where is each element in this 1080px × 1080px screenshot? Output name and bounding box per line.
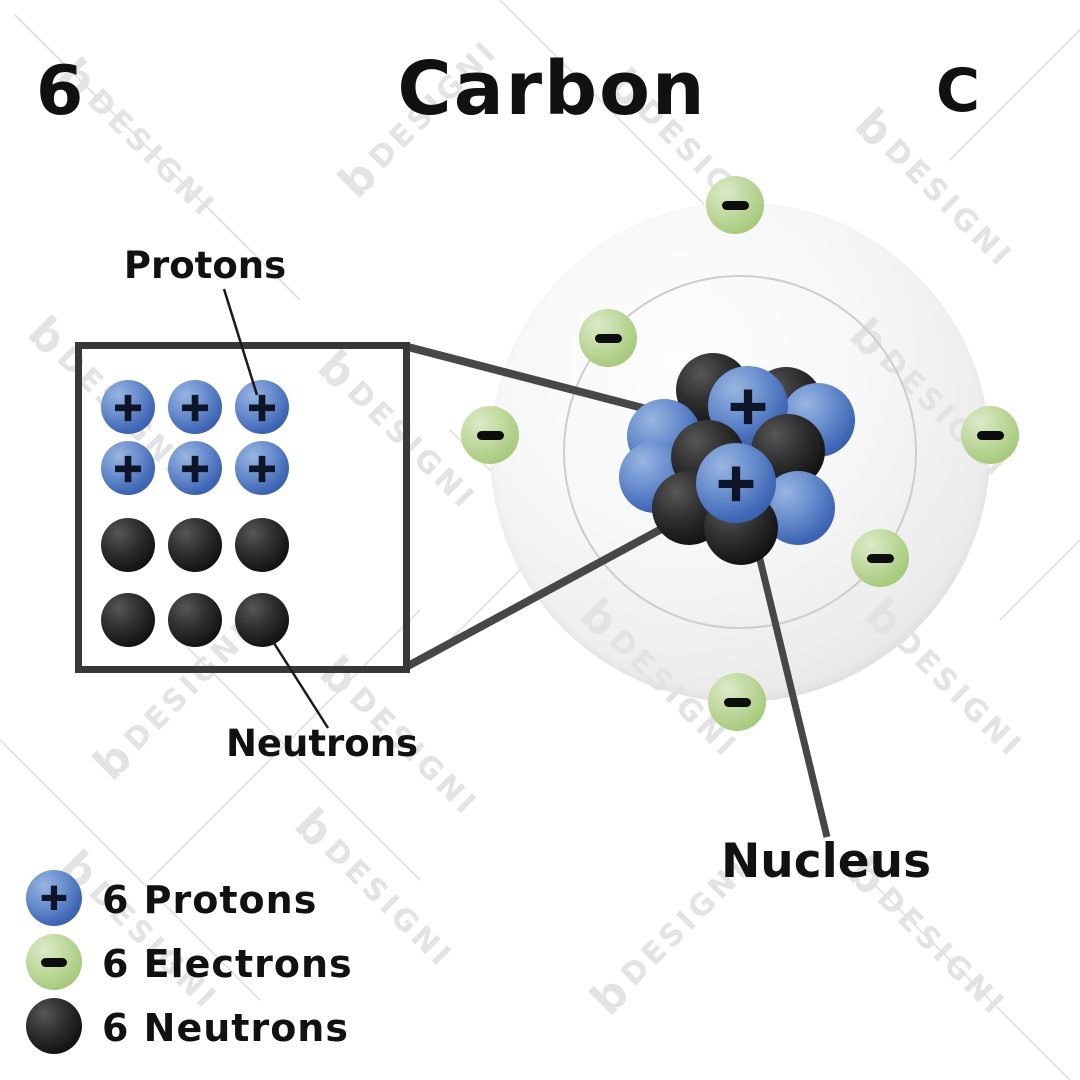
box-proton: + <box>168 380 222 434</box>
box-neutron <box>168 593 222 647</box>
box-neutron <box>235 518 289 572</box>
nucleus-label: Nucleus <box>720 834 932 889</box>
neutrons-label: Neutrons <box>225 722 419 765</box>
zoom-connector-top <box>406 343 664 417</box>
legend-electron-icon <box>26 934 82 990</box>
legend-protons-label: 6 Protons <box>102 878 318 922</box>
minus-sign <box>721 200 749 210</box>
legend-proton-icon: + <box>26 870 82 926</box>
electron-outer-bottom <box>708 673 766 731</box>
plus-sign: + <box>178 446 212 490</box>
protons-label: Protons <box>123 244 287 287</box>
box-neutron <box>101 518 155 572</box>
plus-sign: + <box>245 446 279 490</box>
neutrons-leader-line <box>270 639 330 729</box>
page-title: Carbon <box>397 46 707 132</box>
minus-sign <box>594 333 622 343</box>
electron-inner-bottomright <box>851 529 909 587</box>
electron-outer-top <box>706 176 764 234</box>
box-proton: + <box>101 441 155 495</box>
electron-outer-right <box>961 406 1019 464</box>
box-proton: + <box>101 380 155 434</box>
minus-sign <box>476 430 504 440</box>
minus-sign <box>723 697 751 707</box>
element-symbol: C <box>936 56 981 126</box>
box-neutron <box>101 593 155 647</box>
plus-sign: + <box>245 385 279 429</box>
inner-electron-shell <box>563 275 917 629</box>
minus-sign <box>866 553 894 563</box>
box-proton: + <box>235 441 289 495</box>
box-neutron <box>168 518 222 572</box>
plus-sign: + <box>713 453 759 513</box>
zoom-connector-bottom <box>406 515 682 670</box>
plus-sign: + <box>111 385 145 429</box>
legend-electrons-label: 6 Electrons <box>102 942 353 986</box>
protons-leader-line <box>222 288 259 396</box>
minus-sign <box>976 430 1004 440</box>
nucleus-leader-line <box>745 513 831 838</box>
electron-inner-topleft <box>579 309 637 367</box>
plus-sign: + <box>111 446 145 490</box>
plus-sign: + <box>38 877 70 918</box>
legend-neutrons-label: 6 Neutrons <box>102 1006 349 1050</box>
box-neutron <box>235 593 289 647</box>
box-proton: + <box>235 380 289 434</box>
nucleus-proton: + <box>696 443 776 523</box>
minus-sign <box>41 957 67 967</box>
electron-outer-left <box>461 406 519 464</box>
plus-sign: + <box>178 385 212 429</box>
box-proton: + <box>168 441 222 495</box>
legend-neutron-icon <box>26 998 82 1054</box>
atomic-number: 6 <box>36 52 84 131</box>
